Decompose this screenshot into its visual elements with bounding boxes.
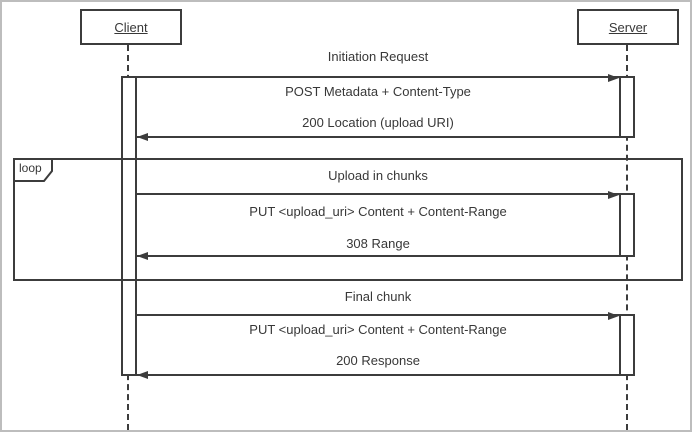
loop-fragment-label-pentagon-icon (13, 158, 53, 182)
arrowhead-right-icon (608, 191, 619, 199)
arrowhead-left-icon (137, 371, 148, 379)
actor-box-server: Server (577, 9, 679, 45)
loop-fragment-label: loop (19, 161, 42, 175)
response-message-line-3 (137, 374, 619, 376)
actor-box-client: Client (80, 9, 182, 45)
request-message-line-2 (137, 193, 619, 195)
section-title-initiation-request: Initiation Request (327, 49, 429, 64)
request-message-line-1 (137, 76, 619, 78)
arrowhead-right-icon (608, 74, 619, 82)
request-message-label-1: POST Metadata + Content-Type (285, 84, 471, 99)
response-message-line-1 (137, 136, 619, 138)
actor-label-client: Client (114, 19, 148, 35)
arrowhead-right-icon (608, 312, 619, 320)
client-activation-bar (121, 76, 137, 376)
request-message-label-2: PUT <upload_uri> Content + Content-Range (249, 204, 507, 219)
request-message-label-3: PUT <upload_uri> Content + Content-Range (249, 322, 507, 337)
request-message-line-3 (137, 314, 619, 316)
server-activation-bar-2 (619, 193, 635, 257)
response-message-label-3: 200 Response (336, 353, 420, 368)
actor-label-server: Server (608, 19, 648, 35)
loop-fragment-frame (13, 158, 683, 281)
response-message-label-2: 308 Range (346, 236, 410, 251)
response-message-line-2 (137, 255, 619, 257)
response-message-label-1: 200 Location (upload URI) (302, 115, 454, 130)
section-title-final-chunk: Final chunk (344, 289, 412, 304)
server-activation-bar-1 (619, 76, 635, 138)
arrowhead-left-icon (137, 133, 148, 141)
arrowhead-left-icon (137, 252, 148, 260)
section-title-upload-in-chunks: Upload in chunks (328, 168, 428, 183)
server-activation-bar-3 (619, 314, 635, 376)
